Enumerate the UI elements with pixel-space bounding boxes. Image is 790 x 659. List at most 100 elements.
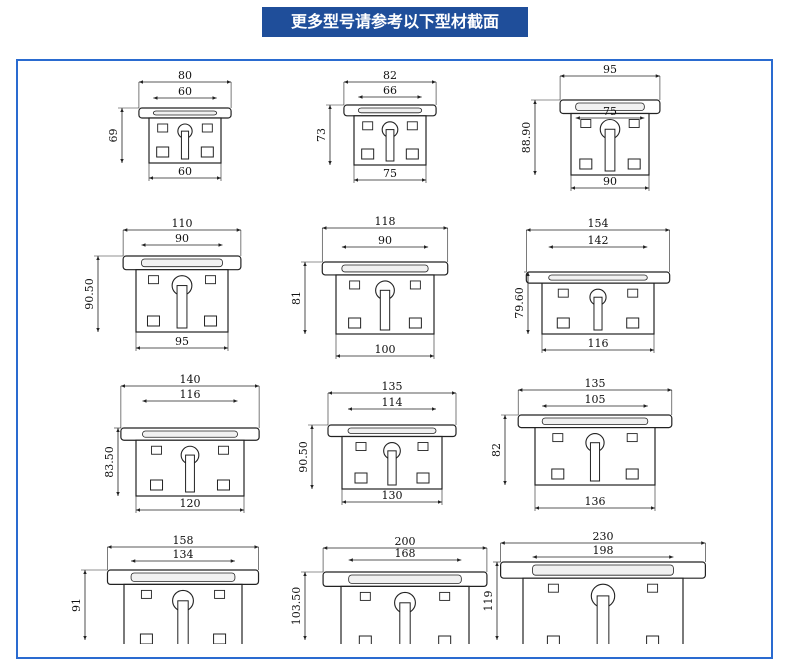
- profile-section-12: [493, 543, 707, 644]
- profile-section-8: [308, 393, 457, 505]
- profile-upper-slot: [439, 591, 451, 601]
- dim-height-label: 119: [482, 591, 495, 612]
- dim-height-label: 82: [490, 443, 503, 457]
- dim-height-label: 69: [107, 129, 120, 143]
- profile-upper-slot: [355, 442, 367, 451]
- dim-top-outer-label: 80: [178, 69, 192, 82]
- profile-upper-slot: [201, 123, 213, 133]
- profile-upper-slot: [362, 121, 374, 131]
- dim-top-outer-label: 158: [173, 534, 194, 547]
- dim-top-outer-label: 140: [180, 373, 201, 386]
- dim-top-outer-label: 95: [603, 63, 617, 76]
- profile-upper-slot: [409, 280, 421, 290]
- profile-center-slot: [177, 600, 189, 644]
- dim-bottom-label: 120: [180, 497, 201, 510]
- profile-side-slot: [348, 317, 362, 329]
- profile-section-1: [118, 82, 232, 181]
- profile-side-slot: [646, 635, 660, 644]
- profile-side-slot: [556, 317, 570, 329]
- profile-side-slot: [204, 315, 218, 327]
- profile-side-slot: [546, 635, 560, 644]
- dim-top-inner-label: 105: [585, 393, 606, 406]
- profile-side-slot: [626, 317, 640, 329]
- dim-top-outer-label: 200: [395, 535, 416, 548]
- profile-section-3: [531, 76, 661, 191]
- profile-upper-slot: [647, 583, 659, 593]
- profile-center-slot: [379, 289, 391, 331]
- profile-section-11: [301, 548, 488, 644]
- profile-belt: [341, 264, 429, 273]
- profile-center-slot: [604, 128, 616, 172]
- dim-bottom-label: 130: [382, 489, 403, 502]
- profile-upper-slot: [547, 583, 559, 593]
- dim-bottom-label: 95: [175, 335, 189, 348]
- dim-height-label: 91: [70, 598, 83, 612]
- profile-belt: [130, 572, 236, 582]
- profile-drawings: 8060696082667375957588.90901109090.50951…: [70, 63, 707, 644]
- dim-bottom-label: 136: [585, 495, 606, 508]
- profile-side-slot: [551, 468, 565, 480]
- profile-upper-slot: [557, 288, 569, 298]
- profile-belt: [152, 110, 218, 116]
- profile-section-5: [301, 228, 449, 359]
- dim-height-label: 73: [315, 128, 328, 142]
- dim-top-outer-label: 118: [375, 215, 396, 228]
- profile-belt: [348, 574, 462, 584]
- dim-height-label: 90.50: [83, 278, 96, 310]
- profile-upper-slot: [157, 123, 169, 133]
- profile-upper-slot: [406, 121, 418, 131]
- profile-section-2: [326, 82, 437, 183]
- profile-side-slot: [146, 315, 160, 327]
- profile-upper-slot: [626, 433, 638, 443]
- dim-top-inner-label: 116: [180, 388, 201, 401]
- dim-height-label: 90.50: [297, 441, 310, 473]
- dim-height-label: 79.60: [513, 287, 526, 319]
- dim-height-label: 83.50: [103, 446, 116, 478]
- dim-top-inner-label: 142: [588, 234, 609, 247]
- profile-upper-slot: [417, 442, 429, 451]
- profile-upper-slot: [552, 433, 564, 443]
- dim-top-inner-label: 90: [175, 232, 189, 245]
- profile-upper-slot: [218, 445, 229, 455]
- profile-upper-slot: [148, 275, 159, 285]
- dim-height-label: 88.90: [520, 122, 533, 154]
- dim-top-outer-label: 110: [172, 217, 193, 230]
- dim-top-inner-label: 66: [383, 84, 397, 97]
- profile-upper-slot: [359, 591, 371, 601]
- profile-center-slot: [399, 602, 411, 644]
- profile-upper-slot: [628, 119, 640, 128]
- section-title-banner: 更多型号请参考以下型材截面: [262, 7, 528, 37]
- profile-upper-slot: [580, 119, 592, 128]
- profile-side-slot: [438, 635, 452, 644]
- profile-side-slot: [579, 158, 593, 170]
- dim-bottom-label: 116: [588, 337, 609, 350]
- profile-center-slot: [596, 595, 610, 644]
- profile-upper-slot: [349, 280, 361, 290]
- profile-side-slot: [150, 479, 164, 491]
- dim-top-outer-label: 135: [382, 380, 403, 393]
- profile-center-slot: [387, 450, 397, 486]
- profile-section-4: [94, 230, 242, 351]
- profile-side-slot: [627, 158, 641, 170]
- dim-top-outer-label: 230: [593, 530, 614, 543]
- profile-upper-slot: [140, 589, 152, 599]
- dim-bottom-label: 100: [375, 343, 396, 356]
- profile-belt: [532, 564, 674, 576]
- profile-center-slot: [180, 130, 190, 160]
- profile-side-slot: [405, 148, 419, 160]
- profile-side-slot: [156, 146, 170, 158]
- dim-bottom-label: 60: [178, 165, 192, 178]
- dim-top-inner-label: 168: [395, 547, 416, 560]
- profile-center-slot: [589, 442, 601, 482]
- dim-height-label: 103.50: [290, 587, 303, 626]
- dim-top-inner-label: 60: [178, 85, 192, 98]
- profile-upper-slot: [214, 589, 226, 599]
- profile-side-slot: [408, 317, 422, 329]
- profile-belt: [142, 430, 238, 438]
- dim-top-outer-label: 82: [383, 69, 397, 82]
- profile-side-slot: [416, 472, 430, 484]
- profile-upper-slot: [151, 445, 162, 455]
- profile-section-7: [114, 386, 260, 513]
- profile-section-9: [501, 390, 673, 511]
- profile-side-slot: [358, 635, 372, 644]
